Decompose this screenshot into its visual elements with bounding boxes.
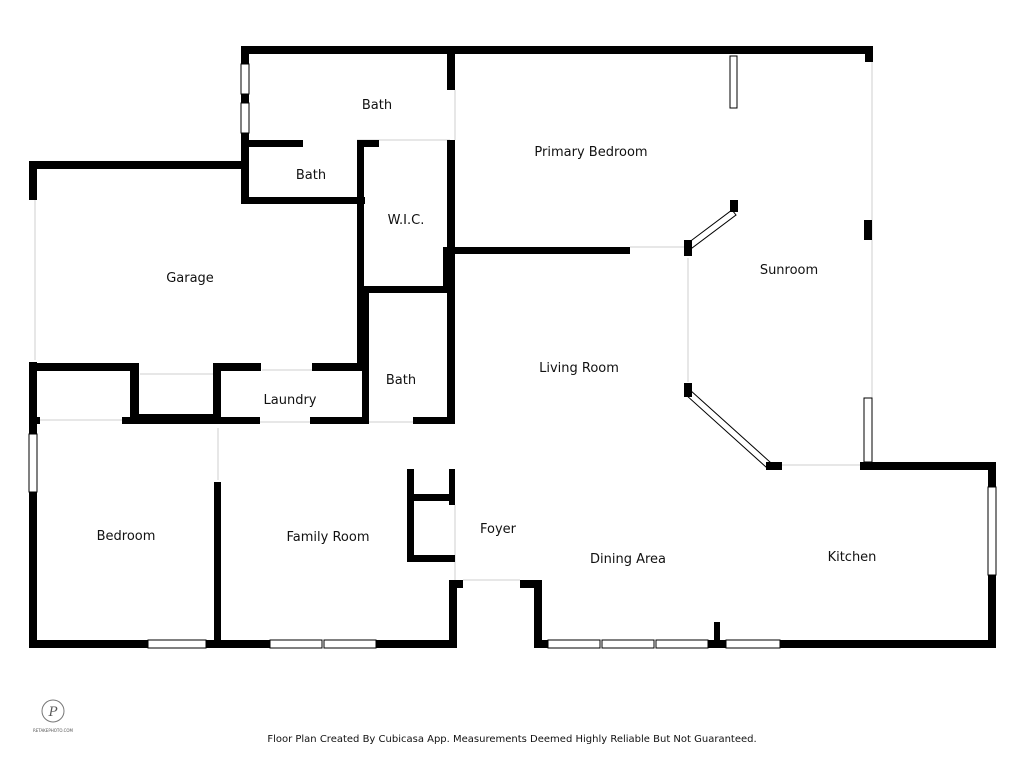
footer-disclaimer: Floor Plan Created By Cubicasa App. Meas… — [267, 734, 757, 745]
room-label-bath-small: Bath — [296, 168, 326, 183]
room-label-dining-area: Dining Area — [590, 552, 666, 567]
room-label-bedroom: Bedroom — [97, 529, 156, 544]
room-label-primary-bedroom: Primary Bedroom — [534, 145, 647, 160]
logo-mark: P — [48, 705, 58, 720]
room-label-kitchen: Kitchen — [828, 550, 877, 565]
room-label-laundry: Laundry — [264, 393, 317, 408]
room-label-bath-mid: Bath — [386, 373, 416, 388]
retake-logo: P RETAKEPHOTO.COM — [33, 699, 74, 733]
room-label-family-room: Family Room — [287, 530, 370, 545]
room-label-living-room: Living Room — [539, 361, 619, 376]
logo-circle-icon — [41, 699, 65, 723]
room-label-bath-top: Bath — [362, 98, 392, 113]
room-label-wic: W.I.C. — [388, 213, 425, 228]
opening-lines — [34, 62, 873, 581]
room-label-foyer: Foyer — [480, 522, 517, 537]
walls — [29, 46, 996, 648]
logo-text: RETAKEPHOTO.COM — [33, 728, 74, 733]
room-label-garage: Garage — [166, 271, 214, 286]
room-label-sunroom: Sunroom — [760, 263, 818, 278]
